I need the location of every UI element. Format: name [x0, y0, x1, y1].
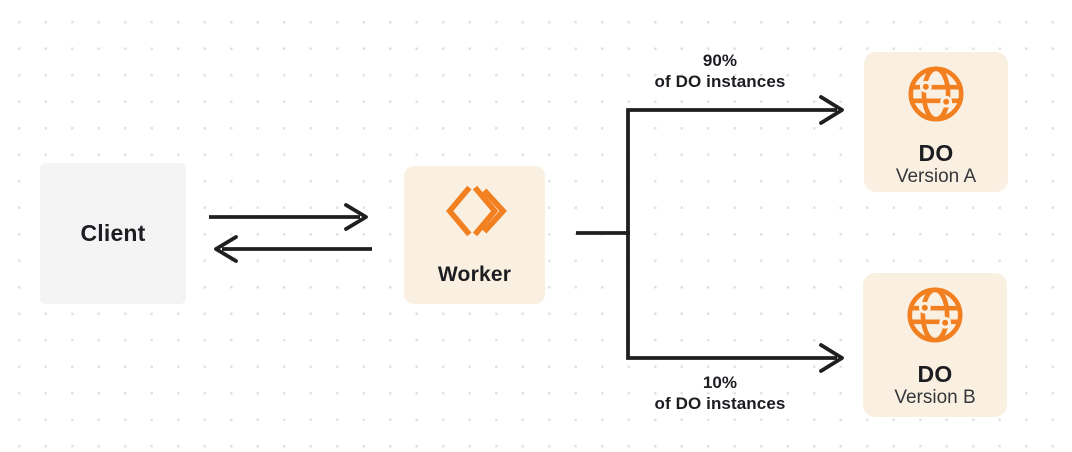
durable-object-globe-icon — [907, 287, 963, 343]
client-node: Client — [40, 163, 186, 304]
right-arrowhead-icon — [344, 203, 368, 231]
branch-top-arrowhead-icon — [819, 95, 844, 125]
branch-top-percent: 90% — [702, 51, 738, 70]
branch-top-caption: of DO instances — [654, 72, 786, 91]
do-version-a-node: DO Version A — [864, 52, 1008, 192]
branch-bottom-arrowhead-icon — [819, 343, 844, 373]
branch-label-90-percent: 90% of DO instances — [610, 50, 830, 92]
branch-bottom-caption: of DO instances — [654, 394, 786, 413]
durable-object-globe-icon — [908, 66, 964, 122]
do-a-subtitle: Version A — [895, 166, 977, 187]
cloudflare-workers-icon — [445, 185, 507, 237]
client-label: Client — [80, 220, 146, 246]
do-a-title: DO — [918, 140, 954, 166]
worker-label: Worker — [437, 263, 512, 286]
branch-label-10-percent: 10% of DO instances — [610, 372, 830, 414]
branch-bottom-percent: 10% — [702, 373, 738, 392]
left-arrowhead-icon — [214, 235, 238, 263]
do-b-title: DO — [917, 361, 953, 387]
do-version-b-node: DO Version B — [863, 273, 1007, 417]
worker-node: Worker — [404, 166, 545, 304]
do-b-subtitle: Version B — [894, 387, 976, 408]
branch-connector-line — [626, 108, 837, 360]
